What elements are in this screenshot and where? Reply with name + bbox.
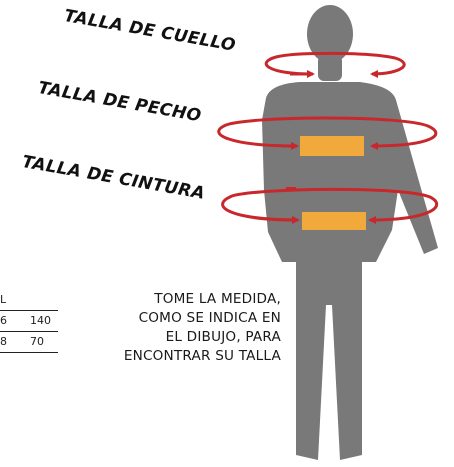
chest-band bbox=[300, 136, 364, 156]
size-table-header: L bbox=[0, 290, 58, 311]
table-cell: 6 bbox=[0, 314, 7, 327]
size-table: L 6 140 8 70 bbox=[0, 290, 58, 353]
table-cell: 8 bbox=[0, 335, 7, 348]
instruction-line: TOME LA MEDIDA, bbox=[154, 291, 281, 307]
measurement-instruction: TOME LA MEDIDA, COMO SE INDICA EN EL DIB… bbox=[106, 290, 281, 366]
waist-measure-ring bbox=[221, 187, 439, 224]
instruction-line: ENCONTRAR SU TALLA bbox=[123, 348, 281, 364]
table-cell: 70 bbox=[30, 335, 44, 348]
size-table-header-cell: L bbox=[0, 293, 7, 306]
table-row: 6 140 bbox=[0, 311, 58, 332]
waist-marker bbox=[286, 187, 296, 191]
human-silhouette bbox=[262, 5, 438, 460]
instruction-line: COMO SE INDICA EN bbox=[138, 310, 281, 326]
waist-band bbox=[302, 212, 366, 230]
chest-measure-ring bbox=[217, 116, 438, 150]
table-row: 8 70 bbox=[0, 332, 58, 353]
table-cell: 140 bbox=[30, 314, 51, 327]
neck-measure-ring bbox=[264, 51, 406, 78]
instruction-line: EL DIBUJO, PARA bbox=[165, 329, 281, 345]
